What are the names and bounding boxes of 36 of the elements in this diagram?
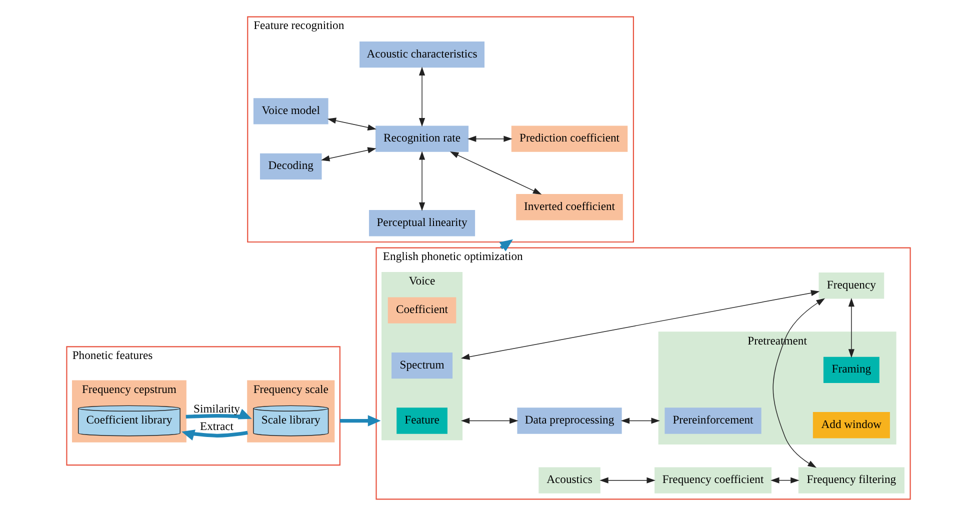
- edge-label: Similarity: [194, 402, 240, 416]
- arrow: [772, 298, 825, 468]
- arrow: [467, 136, 512, 142]
- node-box: Prediction coefficient: [511, 126, 628, 152]
- arrow: [620, 418, 660, 424]
- node-box: Feature: [396, 408, 448, 434]
- node-box: Frequency: [818, 272, 884, 299]
- arrow: [182, 430, 248, 441]
- arrow: [848, 298, 854, 358]
- node-box: Voice model: [253, 98, 328, 124]
- node-box: Framing: [823, 356, 880, 383]
- arrow: [600, 477, 656, 484]
- node-box: Spectrum: [392, 352, 453, 379]
- arrow: [327, 118, 376, 130]
- arrow: [340, 415, 381, 426]
- node-box: Frequency filtering: [798, 467, 904, 494]
- node-box: Acoustic characteristics: [360, 41, 484, 68]
- node-box: Recognition rate: [376, 126, 469, 152]
- arrow: [418, 66, 426, 127]
- arrow: [418, 151, 426, 212]
- arrow: [460, 418, 518, 424]
- node-box: Acoustics: [538, 467, 600, 494]
- arrow: [450, 152, 542, 194]
- node-box: Add window: [812, 412, 890, 438]
- node-box: Coefficient: [388, 297, 456, 324]
- arrow: [770, 477, 800, 484]
- arrow: [186, 408, 252, 420]
- arrow: [320, 147, 376, 162]
- edge-label: Extract: [200, 420, 234, 434]
- node-box: Frequency coefficient: [654, 467, 772, 494]
- node-box: Perceptual linearity: [368, 210, 476, 236]
- node-box: Inverted coefficient: [516, 194, 623, 220]
- node-box: Decoding: [260, 153, 322, 180]
- node-box: Prereinforcement: [664, 408, 762, 434]
- node-box: Data preprocessing: [517, 408, 622, 434]
- arrow: [460, 290, 820, 360]
